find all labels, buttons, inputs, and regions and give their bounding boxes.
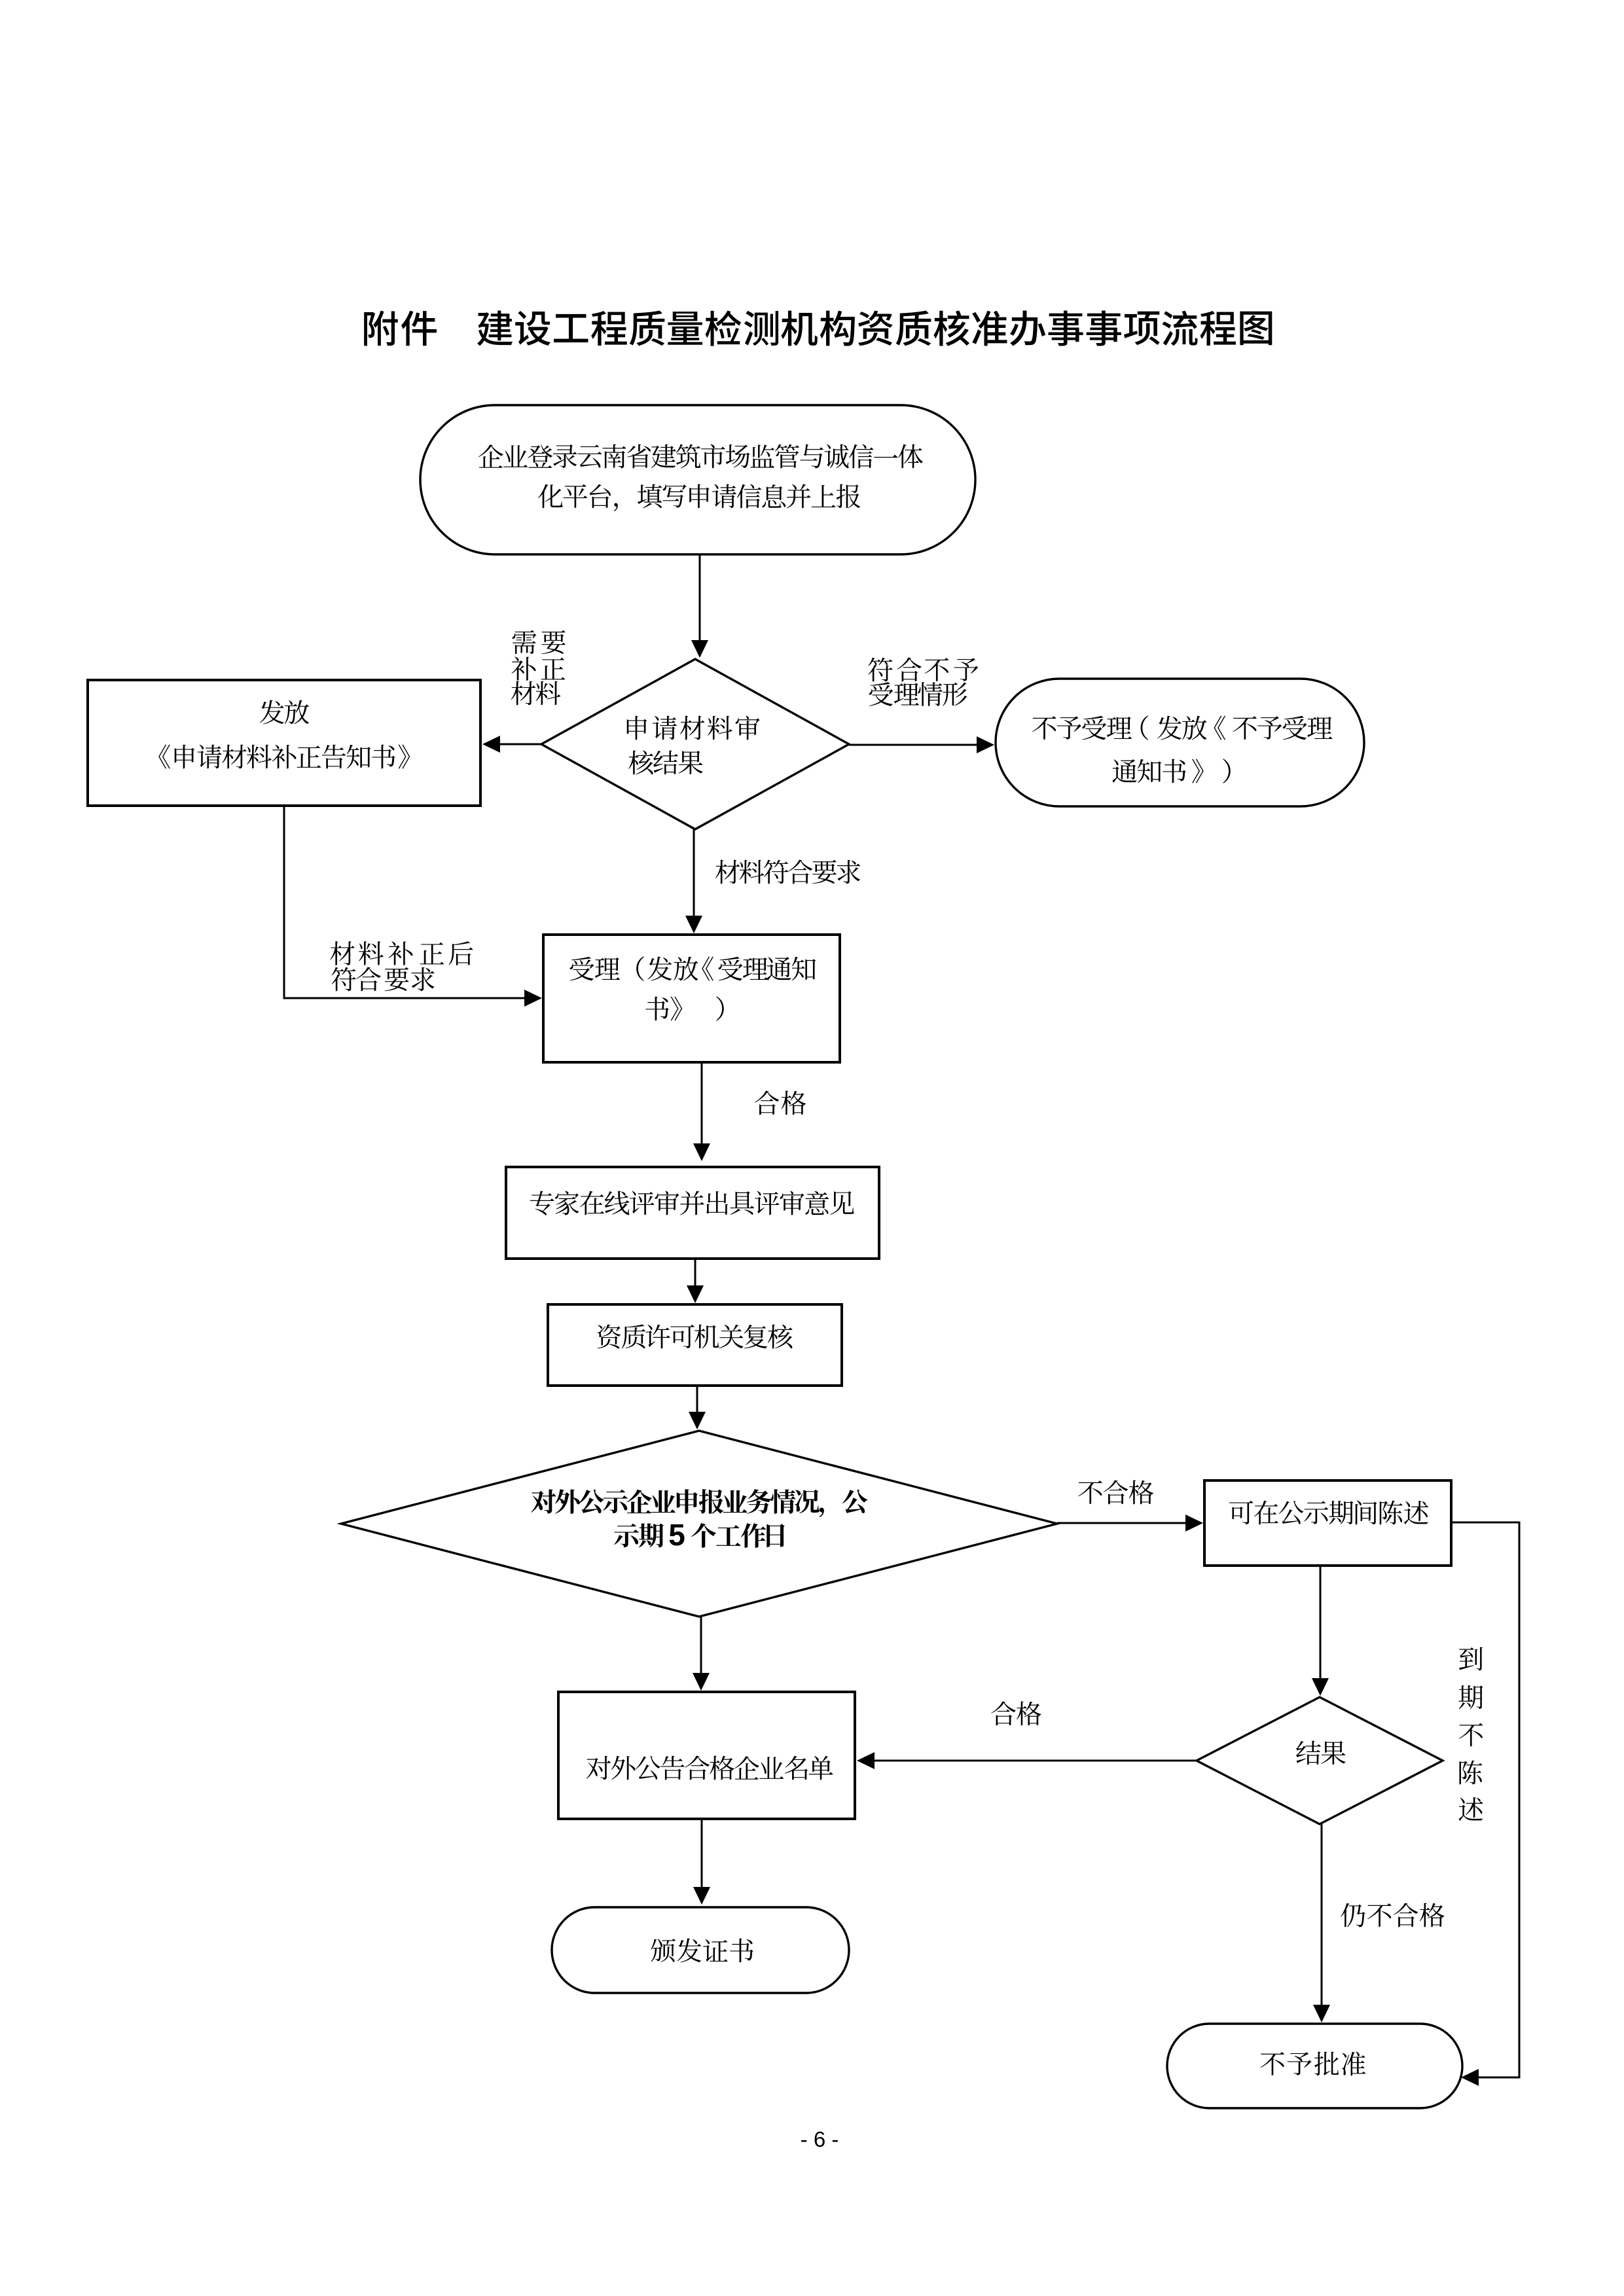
- svg-text:5: 5: [668, 1518, 685, 1552]
- svg-text:- 6 -: - 6 -: [801, 2127, 839, 2151]
